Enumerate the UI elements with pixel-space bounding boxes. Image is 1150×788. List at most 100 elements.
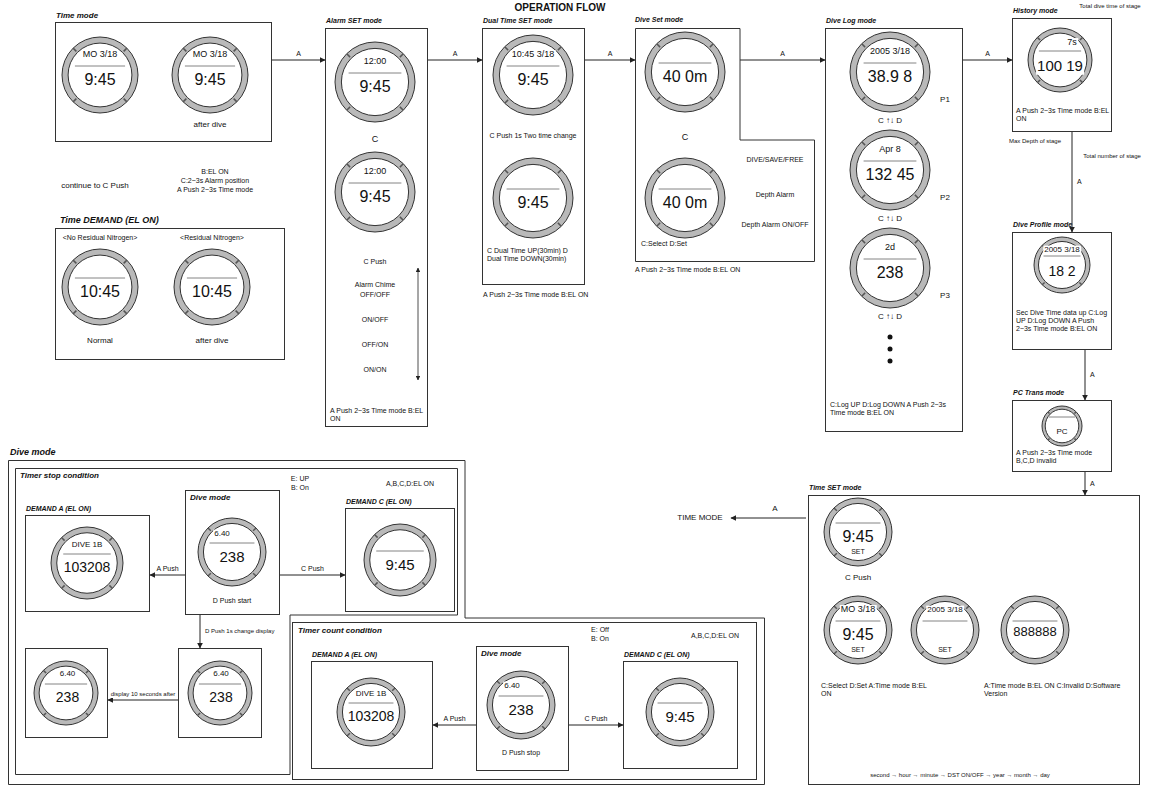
lcd-divider: [836, 621, 881, 622]
bezel-tick: [73, 311, 76, 314]
bezel-tick: [915, 97, 918, 100]
bezel-tick: [185, 311, 188, 314]
flow-connector: [108, 700, 178, 701]
watch-bezel: [62, 37, 138, 113]
display-text: MO 3/18: [192, 50, 229, 60]
watch-lcd: [651, 38, 718, 105]
watch-bezel: [646, 678, 714, 746]
display-text: 9:45: [384, 557, 415, 574]
watch-lcd: [492, 676, 549, 733]
bezel-tick: [422, 535, 425, 538]
watch-bezel: [1034, 237, 1090, 293]
flow-connector: [1085, 472, 1086, 495]
display-text: Alarm Chime: [354, 281, 396, 289]
bezel-tick: [234, 99, 237, 102]
lcd-divider: [199, 684, 241, 685]
bezel-tick: [710, 170, 713, 173]
panel-heading: DEMAND C (EL ON): [624, 651, 739, 659]
display-text: 40 0m: [662, 68, 708, 86]
lcd-divider: [185, 66, 235, 67]
bezel-tick: [1048, 438, 1050, 440]
bezel-tick: [422, 582, 425, 585]
panel-heading: Dive Set mode: [635, 16, 745, 24]
watch-bezel: [62, 249, 138, 325]
bezel-tick: [375, 535, 378, 538]
panel-heading: Dive Log mode: [826, 17, 936, 25]
lcd-divider: [658, 703, 703, 704]
bezel-tick: [966, 606, 969, 609]
lcd-divider: [659, 189, 712, 190]
panel-outline-path: [636, 29, 815, 262]
connector-label: A Push: [442, 715, 466, 723]
mode-panel: Dive modeTimer stop conditionDEMAND A (E…: [8, 460, 765, 785]
bezel-tick: [862, 97, 865, 100]
watch-lcd: [499, 41, 566, 108]
panel-note: 238: [179, 689, 263, 705]
watch-lcd: [370, 530, 430, 590]
display-text: A,B,C,D:EL ON: [385, 480, 435, 488]
watch-bezel: [850, 228, 930, 308]
display-text: Max Depth of stage: [1008, 138, 1062, 145]
bezel-tick: [124, 48, 127, 51]
bezel-tick: [62, 585, 65, 588]
panel-note: C:Log UP D:Log DOWN A Push 2~3s Time mod…: [830, 401, 960, 417]
bezel-tick: [542, 681, 545, 684]
display-text: 238: [218, 549, 245, 566]
bezel-tick: [657, 170, 660, 173]
connector-label: A Push: [155, 565, 179, 573]
lcd-divider: [507, 66, 560, 67]
panel-note: A Push 2~3s Time mode B,C,D invalid: [1016, 449, 1110, 465]
bezel-tick: [1080, 80, 1083, 83]
display-text: OFF/OFF: [359, 291, 391, 299]
display-text: 2d: [884, 243, 896, 253]
flow-connector: [433, 725, 476, 726]
display-text: MO 3/18: [82, 50, 119, 60]
bezel-tick: [505, 100, 508, 103]
display-text: <No Residual Nitrogen>: [62, 234, 139, 242]
panel-note: C:Select D:Set: [641, 240, 736, 248]
bezel-tick: [558, 47, 561, 50]
bezel-tick: [240, 670, 243, 673]
display-text: Apr 8: [878, 145, 902, 155]
bezel-tick: [1037, 80, 1040, 83]
panel-heading: Dive Profile mode: [1013, 221, 1113, 229]
lcd-divider: [499, 696, 544, 697]
bezel-tick: [656, 733, 659, 736]
display-text: 9:45: [664, 709, 695, 726]
panel-heading: DEMAND A (EL ON): [26, 505, 151, 513]
display-text: E: Off: [590, 626, 610, 634]
display-text: D Push start: [212, 597, 253, 605]
bezel-tick: [208, 528, 211, 531]
lcd-divider: [75, 66, 125, 67]
bezel-tick: [1079, 282, 1081, 284]
display-text: 12:00: [363, 167, 388, 177]
bezel-tick: [124, 99, 127, 102]
bezel-tick: [253, 528, 256, 531]
display-text: 238: [507, 702, 534, 719]
bezel-tick: [197, 713, 200, 716]
display-text: 100 19: [1036, 58, 1084, 75]
bezel-tick: [1056, 651, 1059, 654]
connector-label: D Push 1s change display: [204, 628, 275, 635]
display-text: 6.40: [503, 682, 521, 691]
bezel-tick: [347, 733, 350, 736]
panel-heading: Dive mode: [10, 447, 130, 457]
bezel-tick: [236, 260, 239, 263]
bezel-tick: [657, 44, 660, 47]
watch-lcd: [180, 255, 244, 319]
display-text: after dive: [193, 121, 228, 130]
panel-heading: Dive mode: [481, 649, 566, 658]
panel-heading: Time mode: [56, 11, 206, 20]
flow-connector: [585, 60, 635, 61]
panel-heading: Timer count condition: [298, 626, 448, 635]
bezel-tick: [915, 44, 918, 47]
bezel-tick: [109, 538, 112, 541]
watch-bezel: [487, 671, 555, 739]
display-text: 103208: [63, 560, 112, 575]
watch-bezel: [645, 32, 725, 112]
display-text: 9:45: [358, 78, 391, 96]
watch-bezel: [824, 596, 892, 664]
display-text: 18 2: [1047, 264, 1076, 279]
